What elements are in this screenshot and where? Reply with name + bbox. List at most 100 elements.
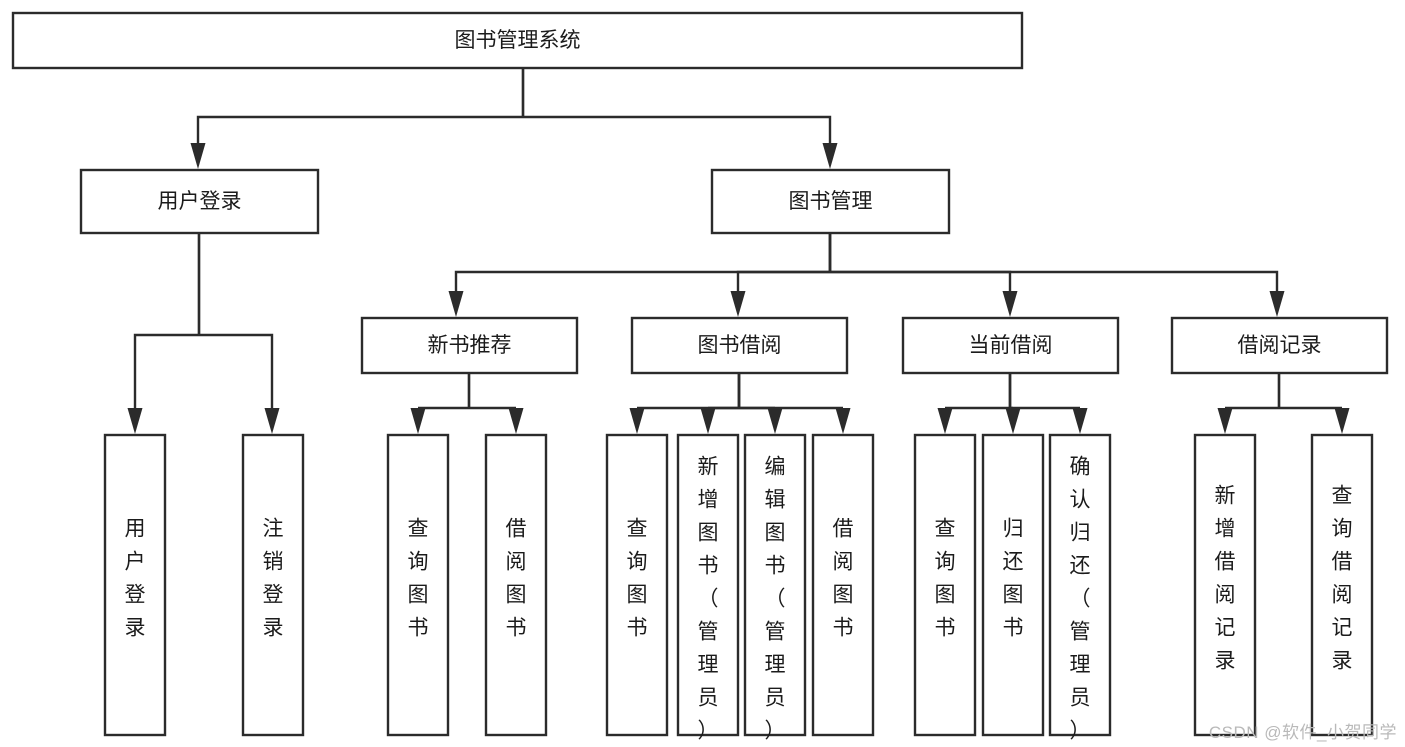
arrow-head-icon bbox=[410, 408, 426, 434]
arrow-head-icon bbox=[730, 291, 746, 317]
leaf-node-查询图书[interactable]: 查询图书 bbox=[605, 433, 669, 737]
arrow-head-icon bbox=[190, 143, 206, 169]
arrow-head-icon bbox=[1217, 408, 1233, 434]
level3-node-新书推荐[interactable]: 新书推荐 bbox=[360, 316, 579, 375]
node-box-rect bbox=[1048, 433, 1112, 737]
node-box-rect bbox=[360, 316, 579, 375]
level3-node-图书借阅[interactable]: 图书借阅 bbox=[630, 316, 849, 375]
node-label: 查询图书 bbox=[935, 518, 956, 640]
node-label: 新书推荐 bbox=[428, 334, 512, 357]
node-box-rect bbox=[743, 433, 807, 737]
node-box-rect bbox=[1170, 316, 1389, 375]
connector-当前借阅-to-确认归还管理员 bbox=[1008, 373, 1088, 434]
level3-node-当前借阅[interactable]: 当前借阅 bbox=[901, 316, 1120, 375]
leaf-node-确认归还管理员[interactable]: 确认归还（管理员） bbox=[1048, 433, 1112, 743]
node-box-rect bbox=[11, 11, 1024, 70]
node-box-rect bbox=[386, 433, 450, 737]
node-label: 借阅图书 bbox=[833, 518, 854, 640]
node-label: 借阅图书 bbox=[506, 518, 527, 640]
connector-图书管理系统-to-用户登录 bbox=[190, 68, 525, 169]
root-node-图书管理系统[interactable]: 图书管理系统 bbox=[11, 11, 1024, 70]
arrow-head-icon bbox=[835, 408, 851, 434]
node-box-rect bbox=[484, 433, 548, 737]
node-label: 图书管理系统 bbox=[455, 29, 581, 52]
leaf-node-借阅图书[interactable]: 借阅图书 bbox=[484, 433, 548, 737]
arrow-head-icon bbox=[700, 408, 716, 434]
node-label: 借阅记录 bbox=[1238, 334, 1322, 357]
node-box-rect bbox=[710, 168, 951, 235]
node-label: 图书借阅 bbox=[698, 334, 782, 357]
leaf-node-新增借阅记录[interactable]: 新增借阅记录 bbox=[1193, 433, 1257, 737]
arrow-head-icon bbox=[767, 408, 783, 434]
node-box-rect bbox=[630, 316, 849, 375]
leaf-node-编辑图书管理员[interactable]: 编辑图书（管理员） bbox=[743, 433, 807, 743]
arrow-head-icon bbox=[822, 143, 838, 169]
node-box-rect bbox=[913, 433, 977, 737]
leaf-node-查询借阅记录[interactable]: 查询借阅记录 bbox=[1310, 433, 1374, 737]
connector-图书借阅-to-查询图书 bbox=[629, 373, 741, 434]
level2-node-图书管理[interactable]: 图书管理 bbox=[710, 168, 951, 235]
arrow-head-icon bbox=[1334, 408, 1350, 434]
node-box-rect bbox=[103, 433, 167, 737]
connector-借阅记录-to-查询借阅记录 bbox=[1277, 373, 1350, 434]
node-label: 用户登录 bbox=[125, 518, 146, 640]
leaf-node-新增图书管理员[interactable]: 新增图书（管理员） bbox=[676, 433, 740, 743]
level2-node-用户登录[interactable]: 用户登录 bbox=[79, 168, 320, 235]
node-label: 图书管理 bbox=[789, 190, 873, 213]
connector-图书管理-to-当前借阅 bbox=[828, 233, 1018, 317]
arrow-head-icon bbox=[448, 291, 464, 317]
connector-图书管理系统-to-图书管理 bbox=[521, 68, 838, 169]
node-box-rect bbox=[901, 316, 1120, 375]
connector-用户登录-to-注销登录 bbox=[197, 233, 280, 434]
connector-当前借阅-to-归还图书 bbox=[1005, 373, 1021, 434]
arrow-head-icon bbox=[264, 408, 280, 434]
node-label: 用户登录 bbox=[158, 190, 242, 213]
leaf-node-用户登录[interactable]: 用户登录 bbox=[103, 433, 167, 737]
node-box-rect bbox=[1310, 433, 1374, 737]
arrow-head-icon bbox=[1002, 291, 1018, 317]
arrow-head-icon bbox=[127, 408, 143, 434]
arrow-head-icon bbox=[1005, 408, 1021, 434]
node-boxes-layer: 图书管理系统用户登录图书管理新书推荐图书借阅当前借阅借阅记录用户登录注销登录查询… bbox=[11, 11, 1389, 743]
node-label: 查询图书 bbox=[627, 518, 648, 640]
connector-图书借阅-to-编辑图书管理员 bbox=[737, 373, 783, 434]
connector-图书借阅-to-新增图书管理员 bbox=[700, 373, 741, 434]
arrow-head-icon bbox=[508, 408, 524, 434]
arrow-head-icon bbox=[629, 408, 645, 434]
arrow-head-icon bbox=[937, 408, 953, 434]
connector-当前借阅-to-查询图书 bbox=[937, 373, 1012, 434]
connector-借阅记录-to-新增借阅记录 bbox=[1217, 373, 1281, 434]
leaf-node-查询图书[interactable]: 查询图书 bbox=[386, 433, 450, 737]
leaf-node-注销登录[interactable]: 注销登录 bbox=[241, 433, 305, 737]
node-label: 编辑图书（管理员） bbox=[765, 456, 786, 743]
connector-新书推荐-to-借阅图书 bbox=[467, 373, 524, 434]
node-label: 当前借阅 bbox=[969, 334, 1053, 357]
node-label: 注销登录 bbox=[263, 518, 284, 640]
node-label: 查询借阅记录 bbox=[1332, 485, 1353, 673]
node-box-rect bbox=[79, 168, 320, 235]
connector-图书借阅-to-借阅图书 bbox=[737, 373, 851, 434]
connector-图书管理-to-图书借阅 bbox=[730, 233, 832, 317]
level3-node-借阅记录[interactable]: 借阅记录 bbox=[1170, 316, 1389, 375]
leaf-node-借阅图书[interactable]: 借阅图书 bbox=[811, 433, 875, 737]
node-box-rect bbox=[676, 433, 740, 737]
node-label: 新增图书（管理员） bbox=[698, 456, 719, 743]
node-label: 查询图书 bbox=[408, 518, 429, 640]
node-box-rect bbox=[811, 433, 875, 737]
leaf-node-归还图书[interactable]: 归还图书 bbox=[981, 433, 1045, 737]
node-box-rect bbox=[241, 433, 305, 737]
node-label: 确认归还（管理员） bbox=[1070, 456, 1091, 743]
node-label: 归还图书 bbox=[1003, 518, 1024, 640]
node-box-rect bbox=[981, 433, 1045, 737]
csdn-watermark: CSDN @软件_小贺同学 bbox=[1208, 723, 1397, 742]
node-box-rect bbox=[605, 433, 669, 737]
leaf-node-查询图书[interactable]: 查询图书 bbox=[913, 433, 977, 737]
arrow-head-icon bbox=[1269, 291, 1285, 317]
node-label: 新增借阅记录 bbox=[1215, 485, 1236, 673]
connector-图书管理-to-新书推荐 bbox=[448, 233, 832, 317]
connector-新书推荐-to-查询图书 bbox=[410, 373, 471, 434]
arrow-head-icon bbox=[1072, 408, 1088, 434]
connector-图书管理-to-借阅记录 bbox=[828, 233, 1285, 317]
